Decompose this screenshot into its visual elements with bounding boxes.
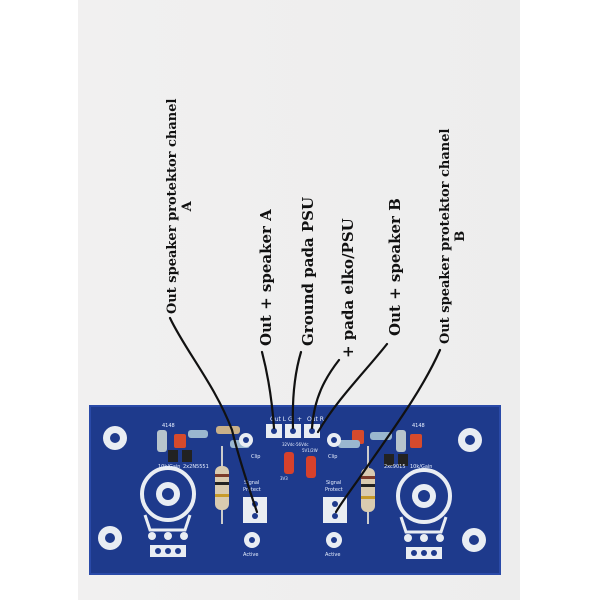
silk-active-right: Active: [325, 552, 340, 558]
silk-left-gain: 10k/Gain: [158, 464, 180, 470]
silk-signal-right: Signal: [326, 480, 341, 486]
silk-right-transistor: 2xc9015: [384, 464, 406, 470]
components-right: [338, 430, 422, 466]
silk-left-transistor: 2x2N5551: [183, 464, 209, 470]
mounting-hole-icon: [458, 428, 482, 452]
silk-protect-left: Protect: [243, 487, 261, 493]
pointer-line-speaker-a: [260, 350, 276, 430]
mounting-hole-icon: [103, 426, 127, 450]
silk-header-right: Out R: [307, 416, 324, 423]
clip-led-left: [239, 433, 253, 447]
silk-active-left: Active: [243, 552, 258, 558]
power-resistor-right: [361, 446, 375, 524]
pointer-line-protector-a: [168, 316, 259, 514]
pointer-line-elko: [310, 358, 341, 430]
pointer-line-ground: [291, 350, 303, 430]
silk-right-code: 4148: [412, 423, 425, 429]
silk-protect-right: Protect: [325, 487, 343, 493]
silk-left-code: 4148: [162, 423, 175, 429]
silk-signal-left: Signal: [244, 480, 259, 486]
silk-zener-right: 5V1/2W: [302, 448, 318, 453]
zener-right: [306, 456, 316, 478]
mounting-hole-icon: [98, 526, 122, 550]
clip-led-right: [327, 433, 341, 447]
pointer-line-speaker-b: [316, 342, 389, 434]
silk-clip-right: Clip: [328, 454, 337, 460]
silk-right-gain: 10k/Gain: [410, 464, 432, 470]
silk-header-plus: +: [297, 416, 302, 423]
silk-zener-left: 3V3: [280, 476, 288, 481]
mounting-hole-icon: [462, 528, 486, 552]
silk-header-mid: G: [288, 416, 293, 423]
silk-clip-left: Clip: [251, 454, 260, 460]
active-led-right: [326, 532, 342, 548]
power-resistor-left: [215, 446, 229, 524]
silk-header-left: Out L: [270, 416, 287, 423]
potentiometer-left: [140, 466, 196, 557]
speaker-pad-left: [243, 497, 267, 523]
header-pads: [266, 424, 320, 438]
zener-left: [284, 452, 294, 474]
potentiometer-right: [396, 468, 452, 559]
silk-header-sub: 32Vdc-56Vdc: [282, 442, 309, 447]
components-left: [157, 426, 250, 462]
pointer-line-protector-b: [334, 348, 442, 514]
active-led-left: [244, 532, 260, 548]
